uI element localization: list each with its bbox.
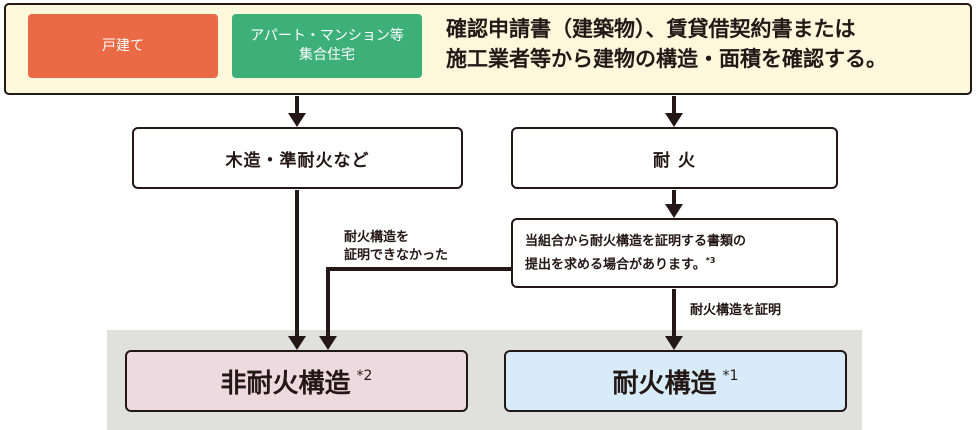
intro-text: 確認申請書（建築物）、賃貸借契約書または 施工業者等から建物の構造・面積を確認す… <box>446 14 966 74</box>
result-non-fireproof-label: 非耐火構造 <box>220 368 351 399</box>
arrowhead-wood <box>288 113 306 127</box>
result-non-fireproof: 非耐火構造 *2 <box>125 350 468 412</box>
arrowhead-nonfireproof-2 <box>319 336 337 350</box>
arrowhead-fireproof <box>665 113 683 127</box>
note-line2: 提出を求める場合があります。 <box>525 257 706 273</box>
arrowhead-fireproof-result <box>665 336 683 350</box>
tag-apartment-line2: 集合住宅 <box>299 47 355 63</box>
label-not-proven-line1: 耐火構造を <box>344 230 410 245</box>
box-fireproof-label: 耐 火 <box>653 150 696 171</box>
arrow-note-not-proven <box>326 267 511 337</box>
intro-line2: 施工業者等から建物の構造・面積を確認する。 <box>446 47 887 71</box>
label-proven: 耐火構造を証明 <box>690 303 782 318</box>
label-not-proven: 耐火構造を 証明できなかった <box>344 229 448 265</box>
tag-apartment: アパート・マンション等 集合住宅 <box>232 14 422 78</box>
box-wood-label: 木造・準耐火など <box>225 150 370 171</box>
intro-line1: 確認申請書（建築物）、賃貸借契約書または <box>446 17 856 41</box>
tag-detached-house: 戸建て <box>28 14 218 78</box>
label-not-proven-line2: 証明できなかった <box>344 248 449 263</box>
tag-detached-label: 戸建て <box>102 37 144 54</box>
note-line1: 当組合から耐火構造を証明する書類の <box>525 233 747 249</box>
arrowhead-nonfireproof-1 <box>288 336 306 350</box>
tag-apartment-line1: アパート・マンション等 <box>250 28 404 44</box>
note-footnote-mark: *3 <box>705 255 716 265</box>
result-non-fireproof-mark: *2 <box>356 368 373 384</box>
result-fireproof: 耐火構造 *1 <box>504 350 847 412</box>
box-fireproof: 耐 火 <box>511 127 838 189</box>
arrowhead-note <box>665 204 683 218</box>
result-fireproof-label: 耐火構造 <box>612 368 717 399</box>
result-fireproof-mark: *1 <box>722 368 739 384</box>
box-certificate-note: 当組合から耐火構造を証明する書類の 提出を求める場合があります。*3 <box>511 218 838 288</box>
box-wood-quasi-fireproof: 木造・準耐火など <box>132 127 463 189</box>
